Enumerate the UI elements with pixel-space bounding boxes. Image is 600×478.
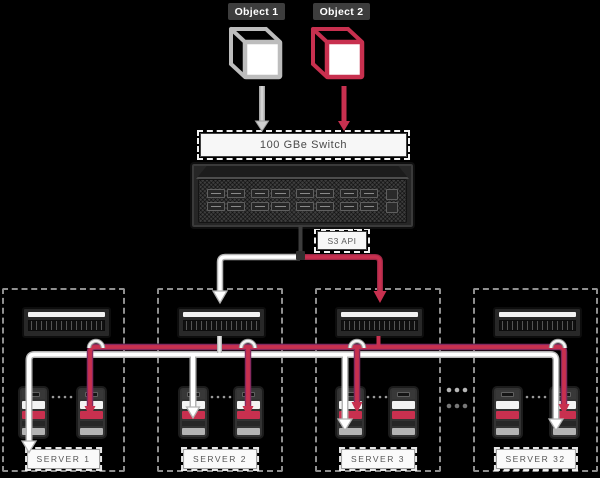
core-switch-device	[190, 162, 415, 229]
server-group-1: SERVER 1	[2, 288, 125, 472]
storage-drive-icon	[178, 386, 209, 439]
small-port	[386, 189, 398, 200]
node-switch-icon	[22, 307, 111, 338]
port-row	[207, 189, 378, 198]
storage-drive-icon	[388, 386, 419, 439]
object1-arrow	[254, 86, 270, 132]
object1-cube-icon	[226, 24, 284, 86]
server-label: SERVER 3	[339, 447, 417, 471]
switch-top-bevel	[196, 166, 409, 179]
server-group-2: SERVER 2	[157, 288, 283, 472]
server-ellipsis-dots	[446, 387, 468, 409]
server-label: SERVER 2	[181, 447, 259, 471]
server-label: SERVER 32	[493, 447, 578, 471]
node-switch-icon	[493, 307, 582, 338]
switch-feet-dots	[321, 227, 362, 231]
small-port	[386, 202, 398, 213]
node-switch-icon	[335, 307, 424, 338]
object2-cube-icon	[308, 24, 366, 86]
port-row	[207, 202, 378, 211]
storage-drive-icon	[18, 386, 49, 439]
storage-drive-icon	[492, 386, 523, 439]
storage-drive-icon	[233, 386, 264, 439]
server-group-3: SERVER 3	[315, 288, 441, 472]
junction-dot	[296, 251, 305, 260]
node-switch-icon	[177, 307, 266, 338]
s3-api-label: S3 API	[314, 228, 370, 253]
storage-drive-icon	[335, 386, 366, 439]
storage-drive-icon	[76, 386, 107, 439]
server-label: SERVER 1	[24, 447, 103, 471]
server-group-32: SERVER 32	[473, 288, 598, 472]
switch-front-panel	[198, 179, 407, 223]
storage-drive-icon	[549, 386, 580, 439]
switch-title: 100 GBe Switch	[197, 130, 410, 160]
object2-label: Object 2	[313, 3, 370, 20]
object1-label: Object 1	[228, 3, 285, 20]
object2-arrow	[338, 86, 350, 131]
